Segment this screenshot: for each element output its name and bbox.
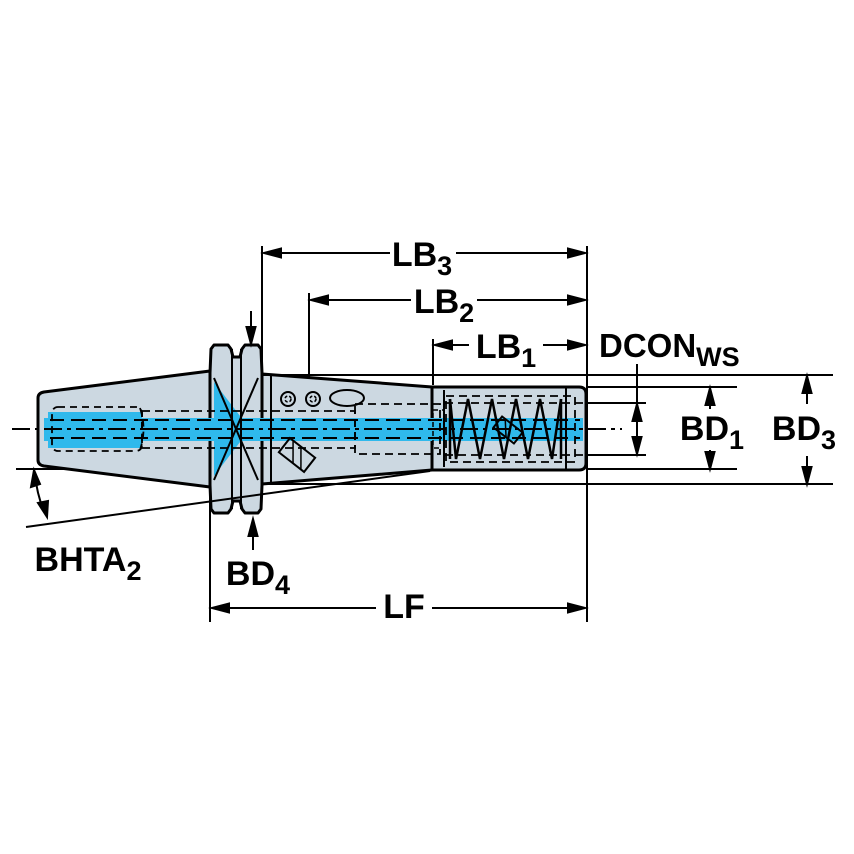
label-lb1: LB1 [475, 328, 537, 373]
dim-lf [208, 602, 589, 614]
dim-lb3 [260, 247, 589, 259]
label-bhta2: BHTA2 [34, 541, 142, 586]
dimension-lines [29, 247, 813, 614]
label-lb2: LB2 [413, 283, 475, 328]
label-dconws: DCONWS [599, 327, 740, 372]
label-bd4: BD4 [225, 555, 291, 600]
label-bd1: BD1 [679, 410, 745, 455]
dim-bd1 [704, 384, 716, 473]
label-lf: LF [383, 588, 425, 626]
dim-bhta2-arc [29, 466, 50, 521]
label-lb3: LB3 [391, 236, 453, 281]
taper-extension-line [25, 470, 431, 528]
dim-bd4 [245, 311, 259, 550]
label-bd3: BD3 [771, 410, 837, 455]
set-screw [277, 436, 317, 474]
extension-lines [16, 246, 833, 622]
dim-lb2 [307, 294, 589, 306]
dim-dconws [631, 364, 643, 458]
dim-lb1 [431, 339, 589, 351]
dim-bd3 [801, 372, 813, 488]
